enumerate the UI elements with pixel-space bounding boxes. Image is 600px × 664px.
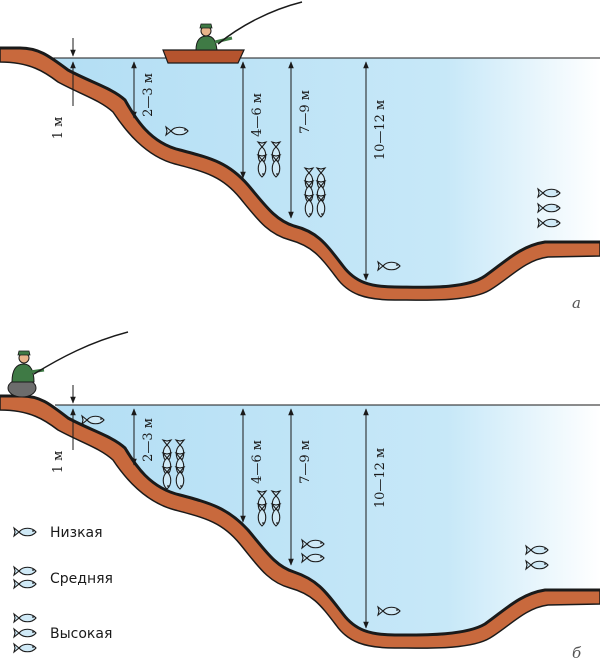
fish-icon bbox=[13, 613, 37, 623]
water-a bbox=[50, 58, 600, 288]
depth-arrows-b bbox=[70, 385, 369, 629]
depth-arrows-a bbox=[70, 38, 369, 281]
legend-label: Средняя bbox=[50, 571, 113, 587]
legend-item-high: Высокая bbox=[13, 613, 112, 653]
depth-label-1m-b: 1 м bbox=[51, 451, 66, 474]
depth-label-2-3m-b: 2—3 м bbox=[141, 418, 156, 462]
fish-icon bbox=[13, 527, 37, 537]
fisherman-shore bbox=[7, 331, 129, 398]
fish-icon bbox=[13, 628, 37, 638]
legend: Низкая Средняя Высокая bbox=[13, 525, 113, 653]
legend-label: Высокая bbox=[50, 626, 112, 642]
water-b bbox=[55, 405, 600, 636]
depth-label-4-6m-b: 4—6 м bbox=[250, 440, 265, 484]
panel-a: 1 м 2—3 м 4—6 м 7—9 м 10—12 м а bbox=[0, 1, 600, 312]
depth-label-7-9m-b: 7—9 м bbox=[298, 440, 313, 484]
depth-label-7-9m-a: 7—9 м bbox=[298, 90, 313, 134]
depth-label-10-12m-b: 10—12 м bbox=[373, 448, 388, 508]
fisherman-boat bbox=[162, 1, 303, 64]
depth-label-4-6m-a: 4—6 м bbox=[250, 93, 265, 137]
panel-b: 1 м 2—3 м 4—6 м 7—9 м 10—12 м б bbox=[0, 331, 600, 662]
legend-item-low: Низкая bbox=[13, 525, 103, 541]
fish-icon bbox=[13, 643, 37, 653]
fish-icon bbox=[13, 579, 37, 589]
legend-label: Низкая bbox=[50, 525, 103, 541]
fish-icon bbox=[13, 566, 37, 576]
depth-label-1m-a: 1 м bbox=[51, 117, 66, 140]
panel-letter-b: б bbox=[572, 644, 582, 662]
depth-label-2-3m-a: 2—3 м bbox=[141, 73, 156, 117]
panel-letter-a: а bbox=[572, 294, 581, 312]
depth-label-10-12m-a: 10—12 м bbox=[373, 100, 388, 160]
legend-item-medium: Средняя bbox=[13, 566, 113, 589]
